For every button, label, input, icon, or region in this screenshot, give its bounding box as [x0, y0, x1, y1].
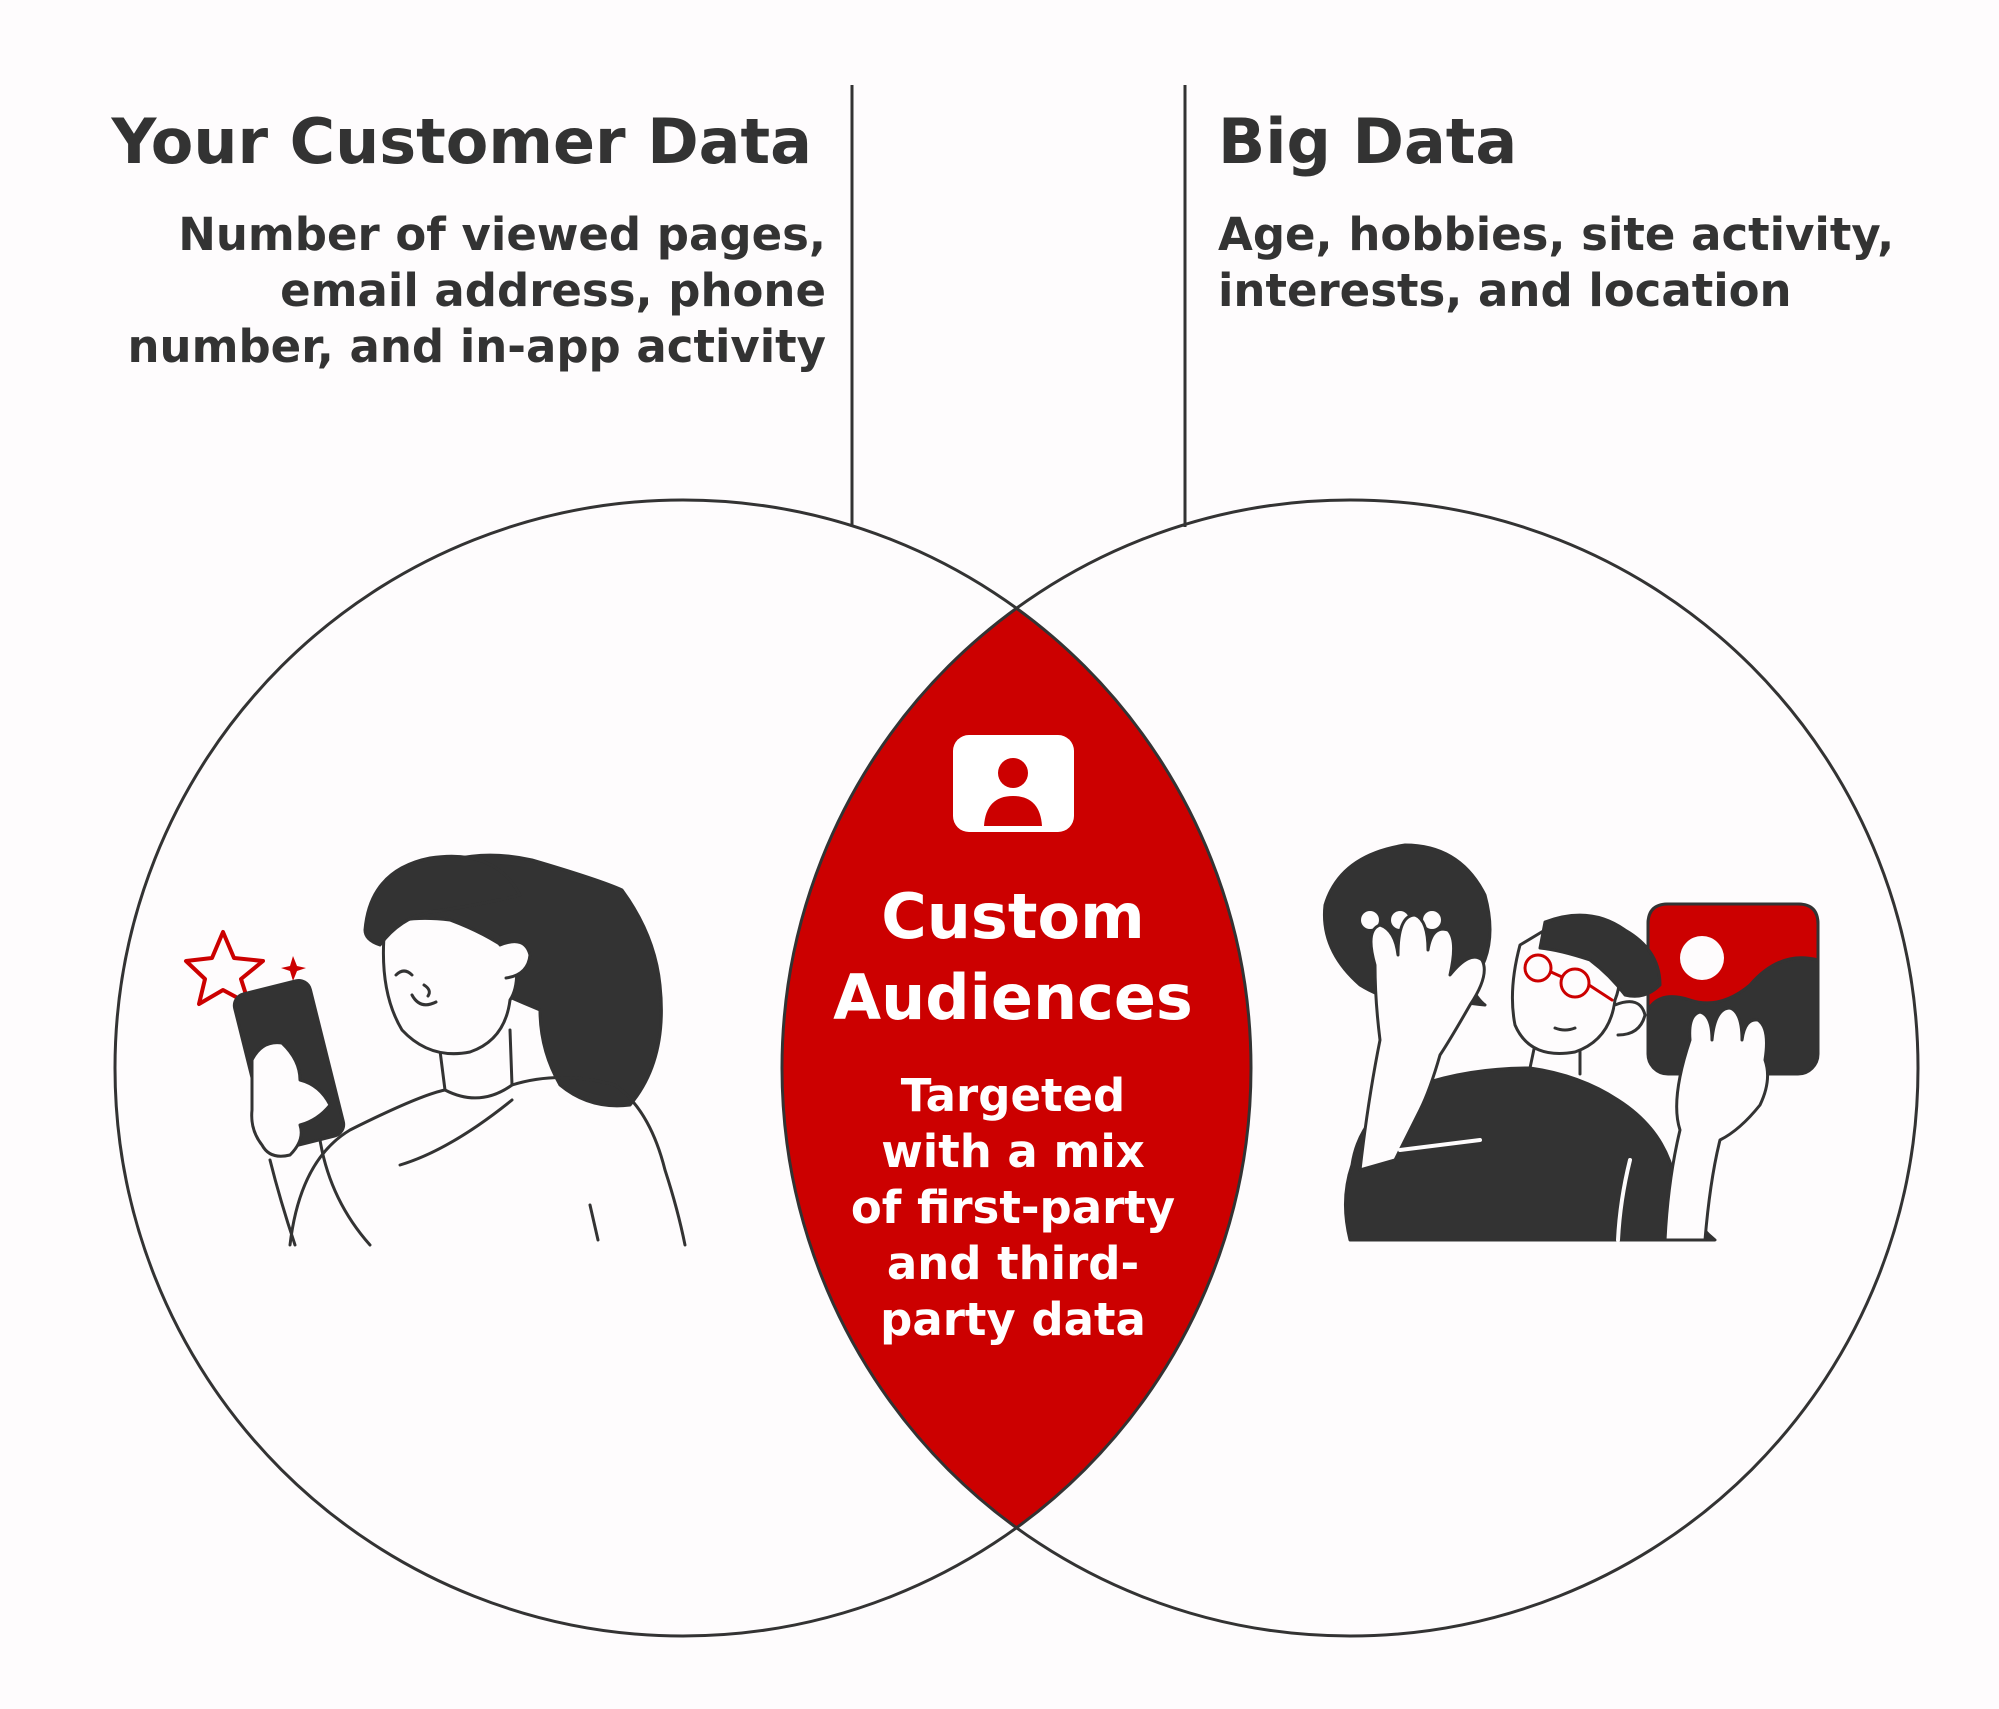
small-sparkle-icon [281, 956, 306, 981]
woman-smiling-at-phone-illustration [184, 853, 687, 1247]
customer-data-title: Your Customer Data [111, 105, 812, 178]
star-sparkle-icon [184, 930, 265, 1006]
custom-audiences-description-line-4: and third- [887, 1237, 1139, 1290]
big-data-description-line-2: interests, and location [1218, 264, 1792, 317]
customer-data-description-line-3: number, and in-app activity [128, 320, 827, 373]
big-data-circle [780, 498, 1920, 1638]
custom-audiences-description-line-5: party data [880, 1293, 1146, 1346]
customer-data-circle [113, 498, 1253, 1638]
glasses-icon [1523, 953, 1614, 1002]
custom-audiences-description-line-2: with a mix [881, 1125, 1145, 1178]
custom-audiences-description-line-3: of first-party [851, 1181, 1175, 1234]
big-data-description-line-1: Age, hobbies, site activity, [1218, 208, 1894, 261]
custom-audiences-title-line-1: Custom [881, 880, 1144, 953]
big-data-title: Big Data [1218, 105, 1517, 178]
user-profile-icon [953, 735, 1074, 832]
custom-audiences-title-line-2: Audiences [833, 961, 1193, 1034]
man-with-chat-bubble-and-image-illustration [1322, 843, 1820, 1242]
customer-data-description-line-1: Number of viewed pages, [178, 208, 826, 261]
customer-data-description-line-2: email address, phone [280, 264, 826, 317]
custom-audiences-description-line-1: Targeted [901, 1069, 1125, 1122]
